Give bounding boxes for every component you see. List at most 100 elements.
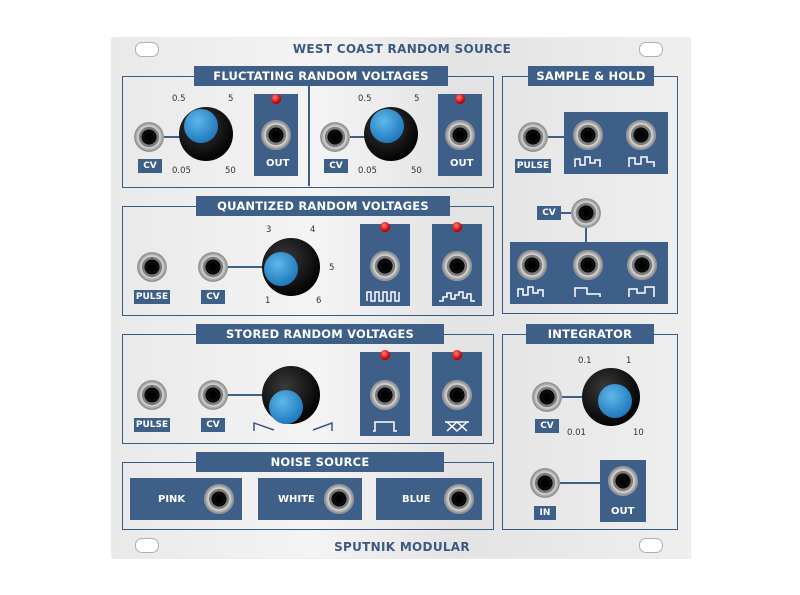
mount-hole-bottom-right — [639, 538, 663, 553]
stored-pulse-label: PULSE — [134, 418, 170, 432]
wire — [560, 482, 604, 484]
brand-name: SPUTNIK MODULAR — [334, 540, 470, 554]
fluct-scale-b-3: 50 — [411, 166, 422, 176]
quant-scale-4: 6 — [316, 296, 322, 306]
quant-scale-0: 3 — [266, 225, 272, 235]
fluct-cv-jack-a[interactable] — [134, 122, 164, 152]
noise-white-label: WHITE — [278, 494, 315, 505]
fluct-out-label-a: OUT — [266, 158, 290, 169]
noise-blue-jack[interactable] — [444, 484, 474, 514]
fluct-out-jack-b[interactable] — [445, 120, 475, 150]
cross-wave-icon — [445, 420, 469, 432]
stored-knob-cap — [269, 390, 303, 424]
fluct-rate-knob-cap-a — [184, 109, 218, 143]
noise-white-jack[interactable] — [324, 484, 354, 514]
sh-out-jack-2[interactable] — [626, 120, 656, 150]
module-title: WEST COAST RANDOM SOURCE — [292, 42, 512, 56]
integ-scale-2: 0.01 — [567, 428, 586, 438]
stepped-wave-icon-3 — [517, 286, 544, 297]
integ-cv-jack[interactable] — [532, 382, 562, 412]
fluct-led-a — [271, 94, 281, 104]
quant-led-2 — [452, 222, 462, 232]
wire — [561, 212, 571, 214]
sh-out-jack-5[interactable] — [627, 250, 657, 280]
fluct-scale-b-2: 0.05 — [358, 166, 377, 176]
fluct-out-jack-a[interactable] — [261, 120, 291, 150]
stored-pulse-jack[interactable] — [137, 380, 167, 410]
noise-pink-label: PINK — [158, 494, 186, 505]
section-divider — [308, 78, 310, 186]
noise-blue-label: BLUE — [402, 494, 431, 505]
wire — [350, 136, 370, 138]
wire — [562, 396, 586, 398]
integ-out-label: OUT — [611, 506, 635, 517]
mount-hole-bottom-left — [135, 538, 159, 553]
quant-scale-2: 5 — [329, 263, 335, 273]
quant-pulse-label: PULSE — [134, 290, 170, 304]
integ-cv-label: CV — [535, 419, 559, 433]
integ-in-label: IN — [534, 506, 556, 520]
integ-out-jack[interactable] — [608, 466, 638, 496]
integ-scale-3: 10 — [633, 428, 644, 438]
mount-hole-top-right — [639, 42, 663, 57]
quant-scale-3: 1 — [265, 296, 271, 306]
noise-pink-jack[interactable] — [204, 484, 234, 514]
integ-rate-knob-cap — [598, 384, 632, 418]
quant-cv-label: CV — [201, 290, 225, 304]
sh-cv-jack[interactable] — [571, 198, 601, 228]
fluct-led-b — [455, 94, 465, 104]
quant-cv-jack[interactable] — [198, 252, 228, 282]
quant-pulse-jack[interactable] — [137, 252, 167, 282]
fluct-scale-b-0: 0.5 — [358, 94, 372, 104]
module-panel: WEST COAST RANDOM SOURCE SPUTNIK MODULAR… — [112, 38, 690, 558]
sh-cv-label: CV — [537, 206, 561, 220]
fluct-cv-jack-b[interactable] — [320, 122, 350, 152]
stored-cv-label: CV — [201, 418, 225, 432]
pulse-wave-icon — [373, 421, 397, 432]
fluct-scale-a-1: 5 — [228, 94, 234, 104]
quant-led-1 — [380, 222, 390, 232]
staircase-wave-icon — [439, 291, 475, 302]
fluct-scale-b-1: 5 — [414, 94, 420, 104]
stored-led-1 — [380, 350, 390, 360]
square-wave-icon — [366, 291, 400, 302]
ramp-up-icon — [312, 421, 333, 431]
stored-out-jack-1[interactable] — [370, 380, 400, 410]
sh-pulse-jack[interactable] — [518, 122, 548, 152]
quant-scale-knob-cap — [264, 252, 298, 286]
integ-scale-1: 1 — [626, 356, 632, 366]
fluct-cv-label-b: CV — [324, 159, 348, 173]
fluctuating-header: FLUCTATING RANDOM VOLTAGES — [194, 66, 448, 86]
fluct-scale-a-2: 0.05 — [172, 166, 191, 176]
integ-scale-0: 0.1 — [578, 356, 592, 366]
quant-scale-1: 4 — [310, 225, 316, 235]
ramp-down-icon — [253, 421, 275, 431]
integ-in-jack[interactable] — [530, 468, 560, 498]
quant-out-jack-2[interactable] — [442, 251, 472, 281]
stepped-wave-icon-2 — [628, 156, 655, 167]
mount-hole-top-left — [135, 42, 159, 57]
fluct-rate-knob-cap-b — [370, 109, 404, 143]
sh-out-jack-3[interactable] — [517, 250, 547, 280]
fluct-scale-a-3: 50 — [225, 166, 236, 176]
fluct-scale-a-0: 0.5 — [172, 94, 186, 104]
stored-header: STORED RANDOM VOLTAGES — [196, 324, 444, 344]
wire — [548, 136, 568, 138]
sample-hold-header: SAMPLE & HOLD — [528, 66, 654, 86]
wire — [164, 136, 186, 138]
stored-led-2 — [452, 350, 462, 360]
integrator-header: INTEGRATOR — [526, 324, 654, 344]
wire — [228, 266, 264, 268]
quant-out-jack-1[interactable] — [370, 251, 400, 281]
quantized-header: QUANTIZED RANDOM VOLTAGES — [196, 196, 450, 216]
fluct-cv-label-a: CV — [138, 159, 162, 173]
stepped-wave-icon-5 — [628, 286, 655, 297]
sh-out-jack-4[interactable] — [573, 250, 603, 280]
stepped-wave-icon — [574, 156, 601, 167]
stored-cv-jack[interactable] — [198, 380, 228, 410]
wire — [228, 394, 266, 396]
sh-pulse-label: PULSE — [515, 159, 551, 173]
stored-out-jack-2[interactable] — [442, 380, 472, 410]
sh-out-jack-1[interactable] — [573, 120, 603, 150]
stepped-wave-icon-4 — [574, 287, 601, 297]
